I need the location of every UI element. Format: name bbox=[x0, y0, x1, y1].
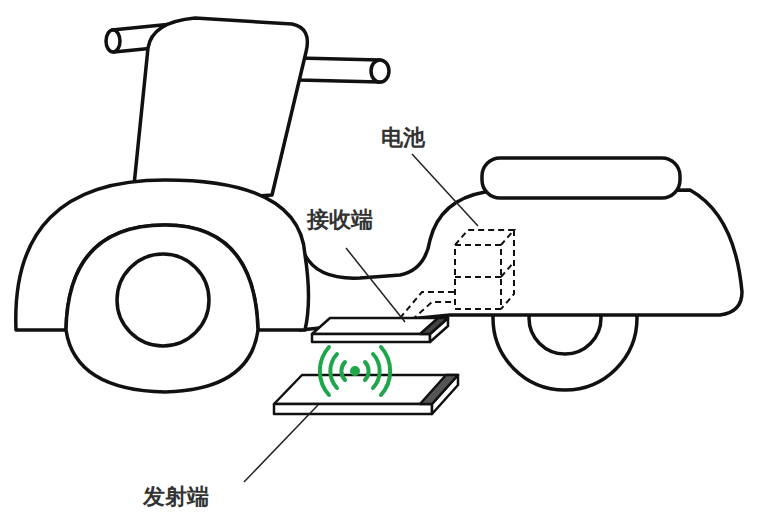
handlebar-right-end bbox=[371, 60, 389, 82]
part-label: 接收端 bbox=[307, 207, 373, 232]
front-wheel bbox=[66, 225, 258, 392]
part-label: 发射端 bbox=[143, 484, 209, 509]
label-holder: 接收端 bbox=[307, 207, 373, 233]
handlebar-left-end bbox=[106, 30, 120, 52]
handlebar-right bbox=[298, 58, 380, 82]
battery-cube bbox=[400, 230, 514, 320]
label-holder: 电池 bbox=[381, 125, 425, 151]
wireless-waves bbox=[320, 347, 390, 395]
label-holder: 发射端 bbox=[143, 484, 209, 510]
seat bbox=[482, 158, 680, 198]
receiver-plate bbox=[312, 318, 448, 342]
part-label: 电池 bbox=[381, 125, 425, 150]
steering-column bbox=[132, 18, 307, 205]
leader-lines bbox=[244, 154, 478, 482]
front-hub bbox=[117, 254, 209, 346]
